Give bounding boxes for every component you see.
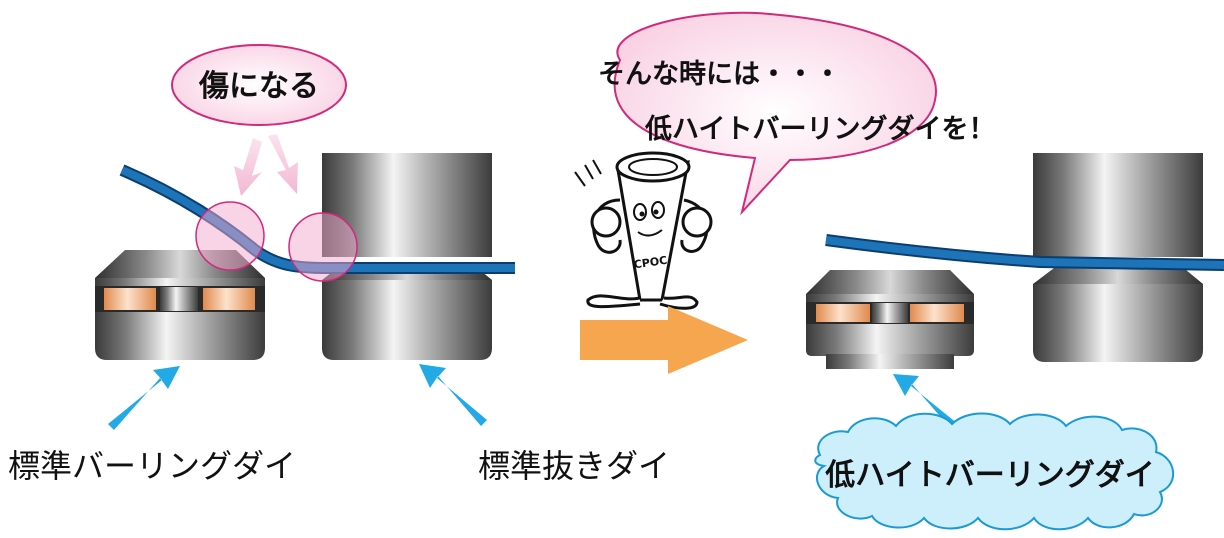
standard-burring-die — [95, 250, 265, 360]
speech-bubble: そんな時には・・・ 低ハイトバーリングダイを！ — [598, 11, 995, 216]
transition-arrow — [580, 306, 748, 374]
damage-callout-text: 傷になる — [198, 69, 319, 104]
label-standard-punch-die: 標準抜きダイ — [478, 447, 670, 485]
damage-callout: 傷になる — [171, 44, 347, 126]
pink-arrows — [234, 134, 298, 196]
speech-line-1: そんな時には・・・ — [598, 59, 841, 90]
cyan-arrow — [419, 364, 487, 426]
standard-punch-die-right — [1033, 153, 1203, 362]
cloud-label-text: 低ハイトバーリングダイ — [824, 458, 1154, 493]
damage-circle — [195, 201, 265, 271]
speech-line-2: 低ハイトバーリングダイを！ — [644, 113, 995, 145]
mascot-badge: CPOC — [633, 254, 668, 272]
cloud-callout: 低ハイトバーリングダイ — [814, 412, 1175, 531]
label-standard-burring-die: 標準バーリングダイ — [8, 447, 296, 485]
low-height-burring-die — [806, 270, 974, 369]
damage-circle — [288, 212, 358, 282]
mascot: CPOC — [574, 151, 713, 310]
cyan-arrow — [108, 366, 180, 430]
